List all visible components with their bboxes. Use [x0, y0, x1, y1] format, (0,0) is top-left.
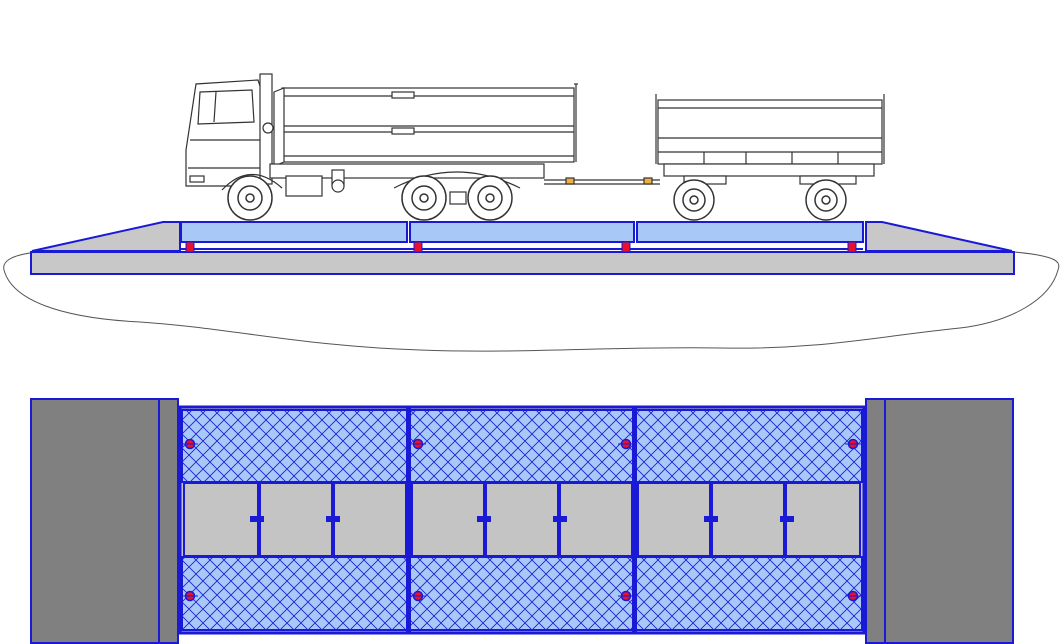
load-cell-top: [618, 590, 634, 602]
section-divider: [406, 408, 411, 632]
load-cell-top: [845, 590, 861, 602]
trailer: [655, 94, 885, 185]
left-ramp: [31, 221, 181, 252]
middle-modules: [183, 482, 861, 557]
load-cell: [621, 241, 631, 253]
load-cell-top: [618, 438, 634, 450]
cross-beam-bolt: [780, 516, 794, 522]
section-divider: [632, 408, 637, 632]
foundation-slab: [30, 251, 1015, 275]
trailer-wheel: [673, 179, 715, 221]
cross-beam-bolt: [553, 516, 567, 522]
deck-top-strip: [181, 409, 863, 483]
trailer-wheel: [805, 179, 847, 221]
trailer-body: [657, 99, 883, 165]
cross-beam-bolt: [326, 516, 340, 522]
platform-section-2: [409, 221, 635, 243]
load-cell-top: [845, 438, 861, 450]
dump-truck: [185, 73, 660, 197]
load-cell-top: [182, 590, 198, 602]
truck-wheel: [401, 175, 447, 221]
top-view: [30, 398, 1014, 644]
load-cell: [185, 241, 195, 253]
left-ramp-edge: [158, 398, 179, 644]
side-view: [3, 73, 1060, 352]
cross-beam-bolt: [477, 516, 491, 522]
right-ramp: [865, 221, 1013, 252]
platform-section-3: [636, 221, 864, 243]
deck-bottom-strip: [181, 556, 863, 631]
ground-outline: [3, 251, 1060, 352]
right-foundation-block: [884, 398, 1014, 644]
truck-wheel: [467, 175, 513, 221]
platform-section-1: [180, 221, 408, 243]
right-ramp-edge: [865, 398, 886, 644]
load-cell-top: [410, 438, 426, 450]
dump-body: [281, 87, 575, 163]
axle-hub: [449, 191, 467, 205]
cross-beam-bolt: [250, 516, 264, 522]
load-cell-top: [410, 590, 426, 602]
load-cell: [847, 241, 857, 253]
cross-beam-bolt: [704, 516, 718, 522]
load-cell-top: [182, 438, 198, 450]
load-cell: [413, 241, 423, 253]
left-foundation-block: [30, 398, 160, 644]
truck-wheel: [227, 175, 273, 221]
